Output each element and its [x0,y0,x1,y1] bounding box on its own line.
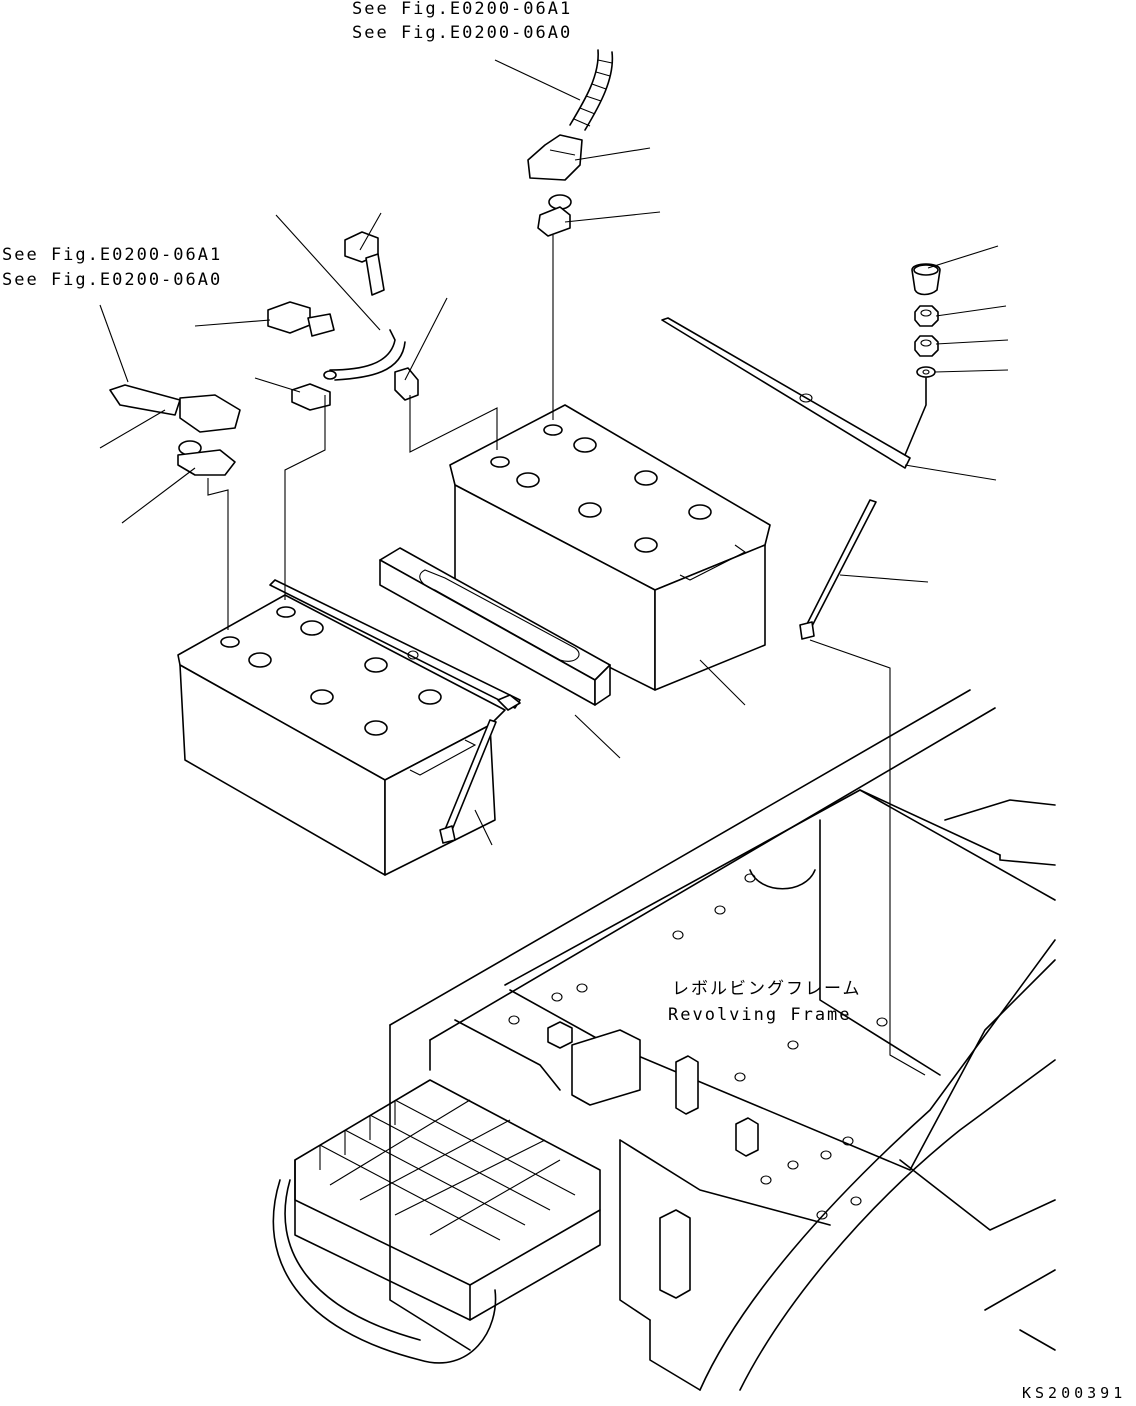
top-reference-line2: See Fig.E0200-06A0 [352,23,573,43]
leader-lines [99,59,1009,846]
revolving-frame [272,689,1056,1391]
left-reference-line2: See Fig.E0200-06A0 [2,270,223,290]
hold-down-bars [269,317,911,844]
cables-and-terminals [109,49,614,476]
assembly-lines [207,235,926,1076]
nut-stack [904,263,941,456]
battery-back [449,404,771,691]
frame-label-english: Revolving Frame [668,1005,852,1025]
battery-spacer [379,547,611,706]
frame-label-japanese: レボルビングフレーム [672,979,862,999]
left-reference-line1: See Fig.E0200-06A1 [2,245,223,265]
top-reference-line1: See Fig.E0200-06A1 [352,0,573,19]
battery-front [177,594,506,876]
drawing-code: KS200391 [1022,1384,1127,1402]
